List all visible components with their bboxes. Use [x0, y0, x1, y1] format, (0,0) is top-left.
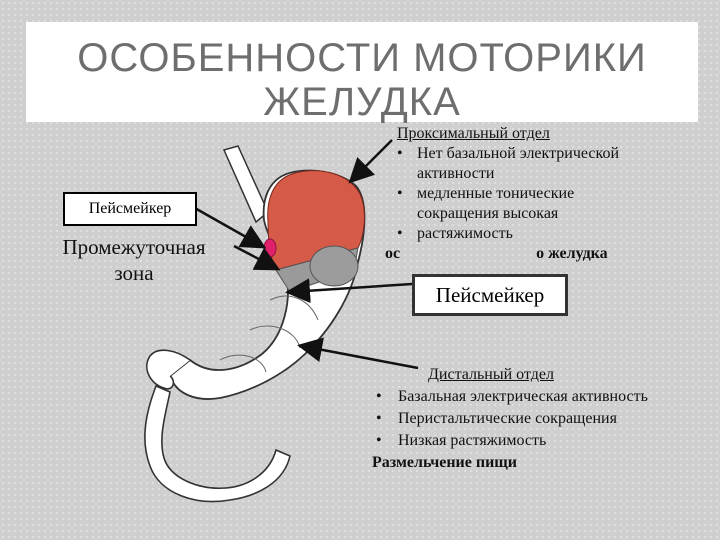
proximal-tail-start: ос: [385, 245, 400, 262]
distal-section: Дистальный отдел • Базальная электрическ…: [372, 364, 720, 474]
pacemaker-label-left: Пейсмейкер: [63, 192, 197, 226]
proximal-item-text: растяжимость: [417, 224, 703, 244]
proximal-item: • медленные тонические сокращения высока…: [393, 184, 703, 224]
proximal-title: Проксимальный отдел: [397, 124, 703, 144]
bullet-icon: •: [376, 386, 382, 408]
distal-item-text: Низкая растяжимость: [398, 432, 546, 449]
proximal-item: • растяжимость: [393, 224, 703, 244]
proximal-tail-end: о желудка: [536, 245, 608, 262]
pacemaker-label-right: Пейсмейкер: [412, 274, 568, 316]
bullet-icon: •: [397, 184, 403, 204]
proximal-item-text: медленные тонические: [417, 184, 703, 204]
proximal-item-text: сокращения высокая: [417, 204, 703, 224]
distal-item: • Перистальтические сокращения: [372, 408, 720, 430]
distal-item-text: Базальная электрическая активность: [398, 388, 648, 405]
distal-item-text: Перистальтические сокращения: [398, 410, 617, 427]
proximal-item: • Нет базальной электрической активности: [393, 144, 703, 184]
bullet-icon: •: [376, 408, 382, 430]
distal-conclusion: Размельчение пищи: [372, 452, 720, 474]
arrow-proximal: [352, 140, 392, 180]
distal-item: • Базальная электрическая активность: [372, 386, 720, 408]
zone-label-line-1: Промежуточная: [34, 234, 234, 260]
pacemaker-dot: [264, 239, 276, 257]
distal-title: Дистальный отдел: [428, 364, 720, 386]
zone-label-line-2: зона: [34, 260, 234, 286]
proximal-section: Проксимальный отдел • Нет базальной элек…: [393, 124, 703, 264]
proximal-tail: ос о желудка: [385, 244, 703, 264]
duodenum: [145, 386, 290, 502]
bullet-icon: •: [376, 430, 382, 452]
bullet-icon: •: [397, 224, 403, 244]
pacemaker-area: [310, 246, 358, 286]
proximal-item-text: Нет базальной электрической: [417, 144, 703, 164]
esophagus: [224, 146, 268, 222]
distal-item: • Низкая растяжимость: [372, 430, 720, 452]
bullet-icon: •: [397, 144, 403, 164]
proximal-item-text: активности: [417, 164, 703, 184]
intermediate-zone-label: Промежуточная зона: [34, 234, 234, 286]
